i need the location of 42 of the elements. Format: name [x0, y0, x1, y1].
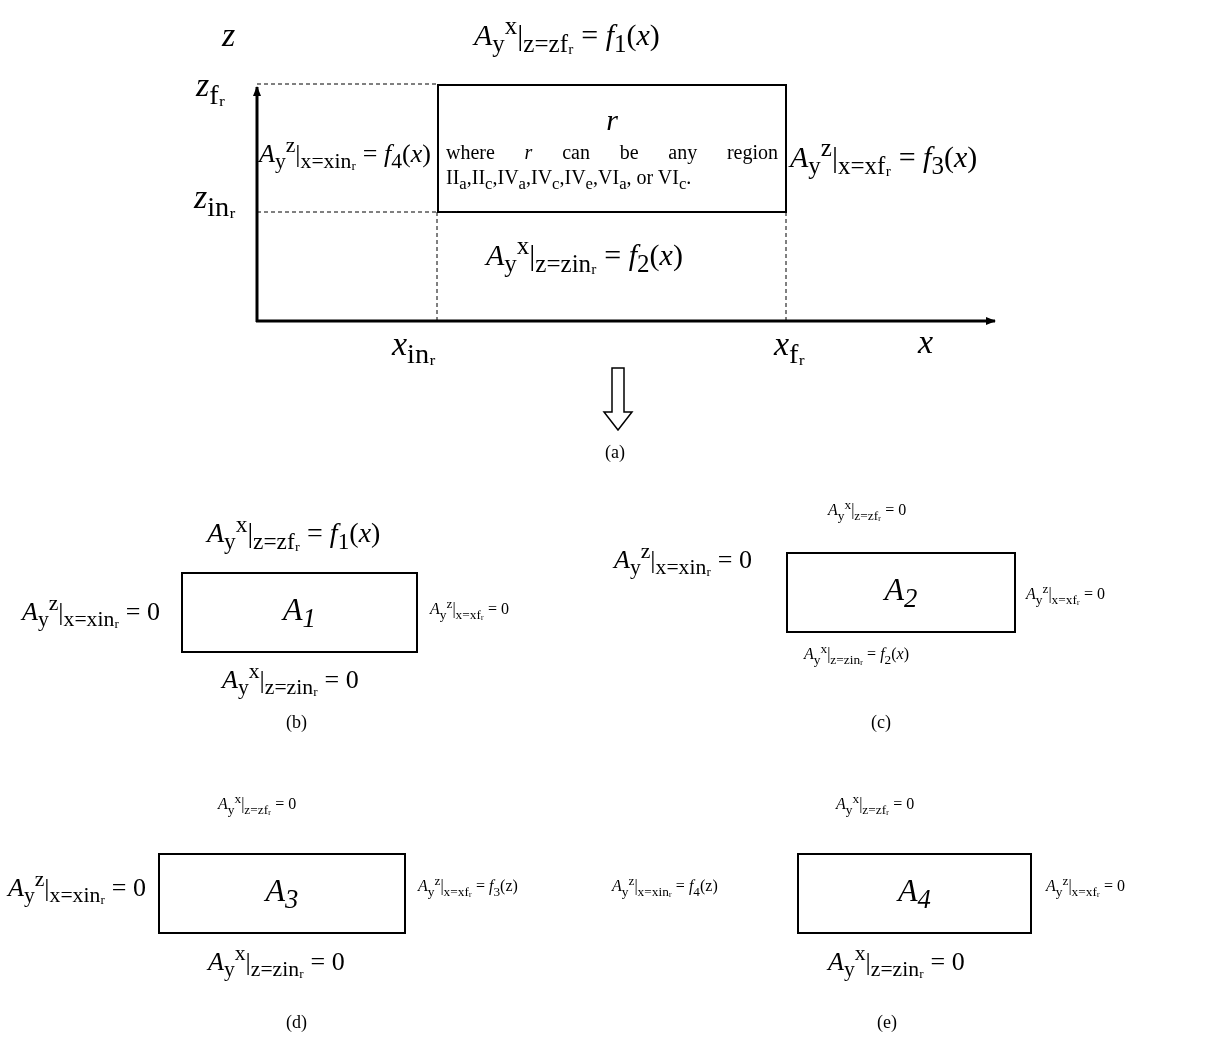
panel-caption: (b) — [286, 713, 307, 733]
axis-label: z$_{inᵣ}$ — [194, 178, 236, 222]
boundary-condition: A$_{y}$$^{x}$|$_{z=zfᵣ}$ = f$_{1}$(x) — [207, 512, 381, 555]
boundary-condition: A$_{y}$$^{x}$|$_{z=zinᵣ}$ = 0 — [222, 660, 359, 700]
region-box — [797, 853, 1032, 934]
region-name: A$_{1}$ — [283, 591, 316, 634]
region-name: r — [606, 102, 618, 136]
boundary-condition: A$_{y}$$^{z}$|$_{x=xfᵣ}$ = 0 — [430, 597, 509, 623]
boundary-condition: A$_{y}$$^{z}$|$_{x=xinᵣ}$ = f$_{4}$(z) — [612, 874, 718, 900]
axis-label: z$_{fᵣ}$ — [196, 66, 226, 110]
boundary-condition: A$_{y}$$^{x}$|$_{z=zfᵣ}$ = 0 — [828, 498, 907, 524]
boundary-condition: A$_{y}$$^{x}$|$_{z=zinᵣ}$ = f$_{2}$(x) — [486, 232, 683, 278]
region-name: A$_{4}$ — [898, 872, 931, 915]
region-box — [158, 853, 406, 934]
panel-caption: (e) — [877, 1013, 897, 1033]
panel-caption: (c) — [871, 713, 891, 733]
region-box — [181, 572, 418, 653]
boundary-condition: A$_{y}$$^{z}$|$_{x=xinᵣ}$ = 0 — [8, 868, 146, 908]
boundary-condition: A$_{y}$$^{z}$|$_{x=xinᵣ}$ = 0 — [22, 592, 160, 632]
boundary-condition: A$_{y}$$^{x}$|$_{z=zinᵣ}$ = f$_{2}$(x) — [804, 642, 910, 668]
axis-label: x$_{fᵣ}$ — [774, 325, 806, 369]
boundary-condition: A$_{y}$$^{z}$|$_{x=xinᵣ}$ = 0 — [614, 540, 752, 580]
boundary-condition: A$_{y}$$^{x}$|$_{z=zfᵣ}$ = 0 — [836, 792, 915, 818]
boundary-condition: A$_{y}$$^{z}$|$_{x=xfᵣ}$ = 0 — [1046, 874, 1125, 900]
panel-caption: (a) — [605, 443, 625, 463]
boundary-condition: A$_{y}$$^{z}$|$_{x=xfᵣ}$ = f$_{3}$(x) — [790, 134, 978, 180]
panel-caption: (d) — [286, 1013, 307, 1033]
region-name: A$_{2}$ — [884, 571, 918, 614]
region-name: A$_{3}$ — [265, 872, 299, 915]
region-box — [786, 552, 1016, 633]
axis-label: x$_{inᵣ}$ — [392, 325, 436, 369]
axis-label: x — [918, 323, 934, 361]
boundary-condition: A$_{y}$$^{x}$|$_{z=zinᵣ}$ = 0 — [828, 942, 965, 982]
boundary-condition: A$_{y}$$^{z}$|$_{x=xfᵣ}$ = f$_{3}$(z) — [418, 874, 518, 900]
boundary-condition: A$_{y}$$^{x}$|$_{z=zfᵣ}$ = f$_{1}$(x) — [474, 12, 660, 58]
boundary-condition: A$_{y}$$^{z}$|$_{x=xinᵣ}$ = f$_{4}$(x) — [259, 134, 431, 174]
boundary-condition: A$_{y}$$^{z}$|$_{x=xfᵣ}$ = 0 — [1026, 582, 1105, 608]
region-description: where r can be any region II$_{a}$,II$_{c}$,IV$_{a}$,IV$_{c}$,IV$_{e}$,VI$_{a}$, or VI$_{c}$. — [446, 139, 778, 195]
axis-label: z — [222, 16, 236, 54]
boundary-condition: A$_{y}$$^{x}$|$_{z=zinᵣ}$ = 0 — [208, 942, 345, 982]
boundary-condition: A$_{y}$$^{x}$|$_{z=zfᵣ}$ = 0 — [218, 792, 297, 818]
region-box — [437, 84, 787, 213]
